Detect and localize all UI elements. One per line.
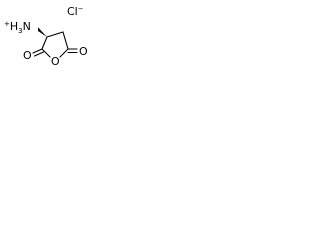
chloride-label: Cl− xyxy=(67,5,84,18)
bond-c4-c5 xyxy=(62,31,69,50)
molecule-structure-diagram: Cl− +H3N O O O xyxy=(4,5,88,68)
bond-o1-c2 xyxy=(41,48,51,58)
ring-oxygen-label: O xyxy=(51,55,60,68)
carbonyl-bond-left-2 xyxy=(33,51,45,57)
bond-c3-c4 xyxy=(46,31,64,38)
carbonyl-oxygen-left-label: O xyxy=(23,49,32,62)
wedge-bond-n xyxy=(38,27,47,37)
bond-c5-o1 xyxy=(59,48,69,58)
bond-c2-c3 xyxy=(41,36,48,50)
carbonyl-oxygen-right-label: O xyxy=(79,45,88,58)
ammonium-label: +H3N xyxy=(4,20,31,35)
carbonyl-bond-left-1 xyxy=(32,48,43,54)
